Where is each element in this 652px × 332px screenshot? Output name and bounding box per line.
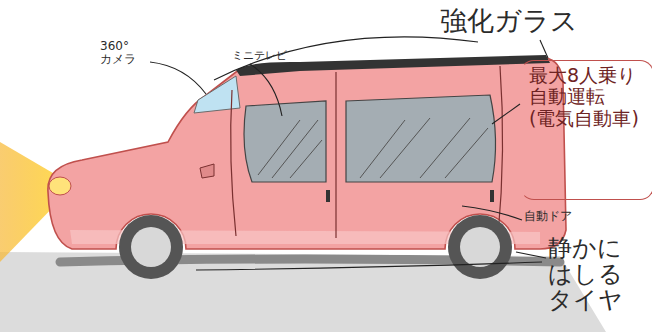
hatch-line bbox=[420, 118, 470, 178]
leader-line bbox=[516, 252, 546, 258]
hatch-line bbox=[290, 140, 322, 178]
rear-hub bbox=[460, 227, 500, 267]
front-window bbox=[244, 101, 326, 182]
annotation-label: 静かに はしる タイヤ bbox=[548, 236, 648, 314]
headlight bbox=[49, 177, 71, 195]
rear-tire bbox=[448, 215, 512, 279]
front-hub bbox=[131, 227, 171, 267]
leader-line bbox=[150, 62, 206, 94]
leader-line bbox=[250, 64, 282, 116]
annotation-label: ミニテレビ bbox=[232, 50, 312, 62]
leader-line bbox=[214, 37, 478, 80]
annotation-label: 360° カメラ bbox=[100, 40, 146, 66]
leader-lines bbox=[150, 37, 548, 270]
road-surface bbox=[0, 252, 606, 332]
door-handle bbox=[490, 190, 494, 202]
side-mirror bbox=[200, 164, 214, 178]
rear-window bbox=[346, 95, 496, 182]
door-handle bbox=[326, 190, 330, 202]
windshield bbox=[194, 76, 240, 113]
leader-line bbox=[540, 40, 548, 58]
hatch-line bbox=[360, 120, 405, 178]
door-seam bbox=[335, 72, 336, 238]
leader-line bbox=[196, 262, 542, 270]
door-seam bbox=[498, 66, 503, 236]
front-tire bbox=[119, 215, 183, 279]
feature-text: 最大8人乗り 自動運転 (電気自動車) bbox=[529, 65, 649, 129]
hatch-line bbox=[272, 120, 318, 178]
hatch-line bbox=[380, 118, 430, 178]
hatch-line bbox=[445, 128, 488, 178]
hatch-line bbox=[258, 120, 300, 175]
door-seam bbox=[231, 90, 236, 236]
annotation-label: 自動ドア bbox=[524, 210, 604, 223]
window-hatching bbox=[258, 118, 488, 178]
door-lines bbox=[231, 66, 503, 238]
leader-line bbox=[462, 206, 522, 220]
leader-line bbox=[492, 104, 520, 124]
annotation-label: 強化ガラス bbox=[440, 6, 600, 35]
feature-box: 最大8人乗り 自動運転 (電気自動車) bbox=[520, 60, 652, 200]
